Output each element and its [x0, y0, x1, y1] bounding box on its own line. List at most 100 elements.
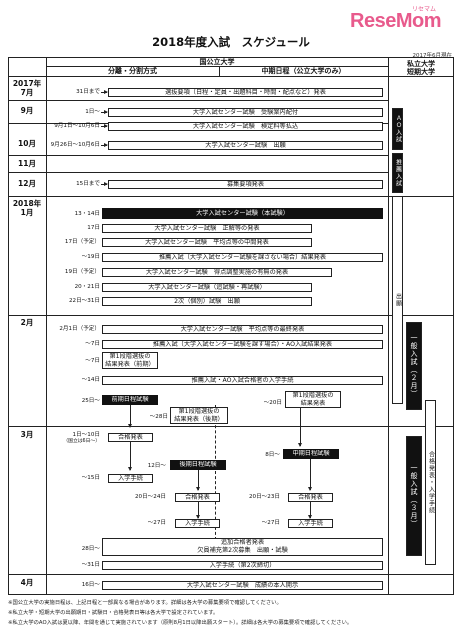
month-12: 12月 — [18, 179, 36, 188]
month-line — [8, 172, 388, 173]
flow-arrow — [308, 459, 312, 491]
row-date: 25日～ — [81, 398, 100, 404]
row-box: 大学入試センター試験 平均点等の最終発表 — [102, 325, 383, 334]
flow-arrow — [308, 502, 312, 519]
kokuritsu-note: （国立は6日～） — [63, 439, 100, 444]
flow-dash — [215, 405, 216, 540]
row-box: 大学入試センター試験（追試験・再試験） — [102, 283, 312, 292]
header-bottom — [8, 76, 454, 77]
row-box: 大学入試センター試験 平均点等の中間発表 — [102, 238, 312, 247]
month-line — [8, 574, 454, 575]
month-4: 4月 — [20, 578, 34, 587]
kouki-sel-date: ～28日 — [149, 414, 168, 420]
kouki-exam-box: 後期日程試験 — [170, 460, 226, 470]
row-box: 2次（個別）試験 出願 — [102, 297, 312, 306]
arrow — [101, 182, 108, 186]
row-date: 9月26日～10月6日 — [50, 142, 100, 148]
row-box-highlight: 大学入試センター試験（本試験） — [102, 208, 383, 219]
row-date: 20・21日 — [74, 284, 100, 290]
row-box: 募集要項発表 — [108, 180, 383, 189]
tsuika-box: 追加合格者発表 欠員補充第2次募集 出願・試験 — [102, 538, 383, 556]
resemom-logo: ReseMom — [350, 10, 441, 32]
gokaku-date: 1日～10日 — [72, 432, 100, 438]
private-goukaku-bar: 合格発表・入学手続 — [425, 400, 436, 565]
month-9: 9月 — [20, 106, 34, 115]
private-ippan-mar-bar: 一般入試（３月） — [406, 436, 422, 556]
row-box: 大学入試センター試験 正解等の発表 — [102, 224, 312, 233]
arrow — [101, 124, 108, 128]
row-date: ～7日 — [85, 341, 100, 347]
private-column-divider — [388, 57, 389, 595]
page-title: 2018年度入試 スケジュール — [152, 35, 310, 49]
row-date: ～14日 — [81, 377, 100, 383]
private-ippan-feb-bar: 一般入試（２月） — [406, 322, 422, 410]
private-ao-bar: ＡＯ入試 — [392, 108, 403, 150]
header-split-divider — [219, 66, 220, 76]
month-line — [8, 196, 454, 197]
row-date: 9月1日～10月6日 — [54, 123, 100, 129]
row-date: 17日（予定） — [64, 239, 100, 245]
month-3: 3月 — [20, 430, 34, 439]
gokaku-box-chuki: 合格発表 — [288, 493, 333, 502]
april-box: 大学入試センター試験 成績の本人開示 — [102, 581, 383, 590]
footnote-3: ※私立大学のAO入試は夏以降、年間を通じて実施されています（原則8月1日以降出願… — [8, 620, 353, 626]
header-mid: 中期日程（公立大学のみ） — [261, 67, 346, 75]
header-national: 国公立大学 — [199, 58, 235, 66]
row-date: ～7日 — [85, 358, 100, 364]
row-box: 大学入試センター試験 受験案内配付 — [108, 108, 383, 117]
gokaku-box: 合格発表 — [108, 433, 153, 442]
footnote-1: ※国公立大学の実施日程は、上記日程と一部異なる場合があります。詳細は各大学の募集… — [8, 600, 282, 606]
row-date: ～19日 — [81, 254, 100, 260]
gokaku-box-kouki: 合格発表 — [175, 493, 220, 502]
row-date: 31日まで — [76, 89, 100, 95]
month-line — [8, 100, 388, 101]
april-date: 16日～ — [81, 582, 100, 588]
arrow — [101, 143, 108, 147]
month-2017: 2017年 — [12, 79, 42, 88]
row-box: 大学入試センター試験 得点調整実施の有無の発表 — [102, 268, 332, 277]
nyugaku-box-chuki: 入学手続 — [288, 519, 333, 528]
gokaku-date-kouki: 20日～24日 — [134, 494, 166, 500]
row-date: 2月1日（予定） — [59, 326, 100, 332]
month-10: 10月 — [18, 139, 36, 148]
flow-arrow — [298, 408, 302, 447]
zenki-exam-box: 前期日程試験 — [102, 395, 158, 405]
nyugaku-date-kouki: ～27日 — [147, 520, 166, 526]
row-box: 大学入試センター試験 検定料等払込 — [108, 122, 383, 131]
nyugaku-box: 入学手続 — [108, 474, 153, 483]
row-date: 22日～31日 — [68, 298, 100, 304]
row-box: 推薦入試・AO入試合格者の入学手続 — [102, 376, 383, 385]
month-column-divider — [46, 57, 47, 595]
kouki-date: 12日～ — [147, 463, 166, 469]
nyugaku-box-kouki: 入学手続 — [175, 519, 220, 528]
row-date: 17日 — [87, 225, 100, 231]
first-stage-result-zenki: 第1段階選抜の 結果発表（前期） — [102, 352, 158, 369]
row-box: 選抜要項（日程・定員・出題科目・時間・配点など）発表 — [108, 88, 383, 97]
chuki-sel-date: ～20日 — [263, 400, 282, 406]
flow-arrow — [128, 405, 132, 428]
arrow — [101, 90, 108, 94]
row-box: 大学入試センター試験 出願 — [108, 141, 383, 150]
nyugaku-date: ～15日 — [81, 475, 100, 481]
row-date: 13・14日 — [74, 211, 100, 217]
logo-subtitle: リセマム — [412, 6, 437, 13]
row-box: 推薦入試（大学入試センター試験を課す場合）・AO入試結果発表 — [102, 340, 383, 349]
flow-arrow — [196, 470, 200, 491]
tsuika-date: 28日～ — [81, 546, 100, 552]
month-2018: 2018年 — [12, 199, 42, 208]
month-2: 2月 — [20, 318, 34, 327]
chuki-exam-box: 中期日程試験 — [283, 449, 339, 459]
month-line — [8, 155, 388, 156]
final-date: ～31日 — [81, 562, 100, 568]
private-shutsugan-bar: 出願 — [392, 196, 403, 404]
header-split: 分離・分割方式 — [108, 67, 157, 75]
header-private: 私立大学 短期大学 — [407, 60, 435, 76]
private-suisen-bar: 推薦入試 — [392, 153, 403, 193]
header-divider — [46, 66, 388, 67]
nyugaku-date-chuki: ～27日 — [261, 520, 280, 526]
flow-arrow — [128, 442, 132, 471]
footnote-2: ※私立大学・短期大学の出願期日・試験日・合格発表日等は各大学で設定されています。 — [8, 610, 219, 616]
month-line — [8, 426, 454, 427]
date-note: 2017年6月現在 — [412, 53, 453, 59]
chuki-date: 8日～ — [265, 452, 280, 458]
